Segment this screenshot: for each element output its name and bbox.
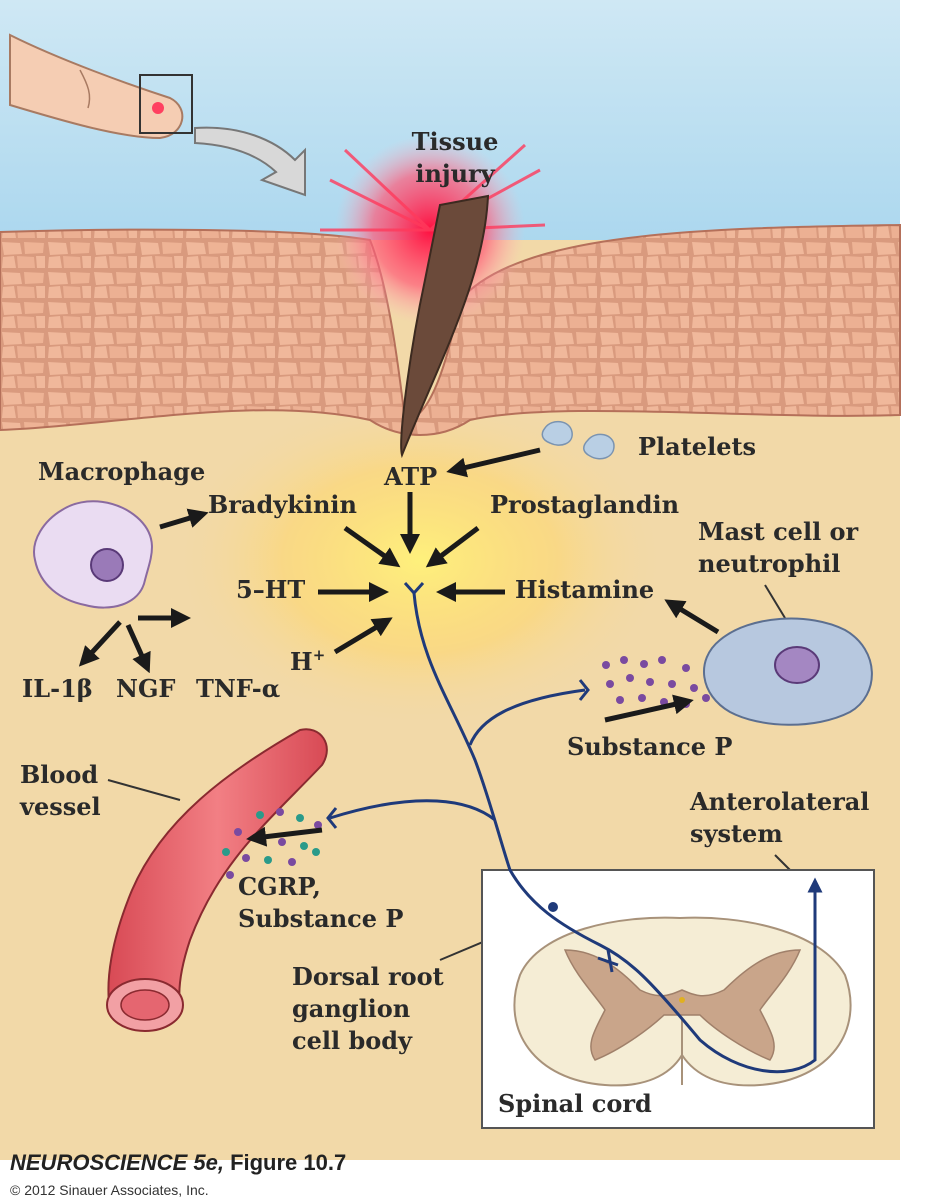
zoom-box (139, 74, 193, 134)
ngf-label: NGF (116, 674, 175, 703)
spinal-cord-grey-matter (563, 949, 802, 1061)
cgrp-dots (222, 808, 322, 879)
blood-vessel (107, 728, 328, 1012)
prostaglandin-label: Prostaglandin (490, 490, 679, 519)
spinal-cord-label: Spinal cord (498, 1089, 652, 1118)
five-ht-label: 5–HT (236, 575, 305, 604)
blood-vessel-leader (107, 779, 181, 801)
anterolateral-label: Anterolateral (689, 787, 869, 816)
figure-caption: NEUROSCIENCE 5e, Figure 10.7 (10, 1150, 346, 1175)
drg-label-3: cell body (292, 1026, 413, 1055)
drg-label-2: ganglion (292, 994, 410, 1023)
h-plus-label: H+ (290, 646, 325, 676)
nociceptor-nerve (326, 581, 823, 1074)
blood-vessel-lumen (120, 989, 170, 1021)
finger-crease (79, 69, 91, 109)
central-canal (679, 997, 685, 1003)
macrophage-nucleus (90, 548, 124, 582)
finger-wound (152, 102, 164, 114)
macrophage-cell (33, 500, 153, 609)
il1b-label: IL-1β (22, 674, 93, 703)
atp-label: ATP (383, 462, 437, 491)
cgrp-label: CGRP, (238, 872, 321, 901)
macrophage-label: Macrophage (38, 457, 205, 486)
copyright-line: © 2012 Sinauer Associates, Inc. (10, 1182, 209, 1198)
zoom-arrow (194, 126, 306, 197)
substance-p-label: Substance P (567, 732, 732, 761)
mediator-arrows (78, 447, 720, 847)
anterolateral-label-2: system (690, 819, 783, 848)
platelets-shape (541, 420, 615, 460)
mast-cell-label-2: neutrophil (698, 549, 840, 578)
inflammation-glow (170, 390, 670, 730)
drg-label: Dorsal root (292, 962, 444, 991)
cgrp-label-2: Substance P (238, 904, 403, 933)
bradykinin-label: Bradykinin (208, 490, 357, 519)
mast-cell-label: Mast cell or (698, 517, 859, 546)
mast-cell-leader (764, 584, 786, 619)
blood-vessel-label-2: vessel (19, 792, 101, 821)
tissue-injury-label-2: injury (415, 159, 495, 188)
tnf-label: TNF-α (196, 674, 280, 703)
platelets-label: Platelets (638, 432, 756, 461)
histamine-label: Histamine (515, 575, 654, 604)
splinter (400, 194, 490, 459)
tissue-injury-label: Tissue (412, 127, 499, 156)
mast-cell-nucleus (774, 646, 820, 684)
blood-vessel-label: Blood (20, 760, 98, 789)
